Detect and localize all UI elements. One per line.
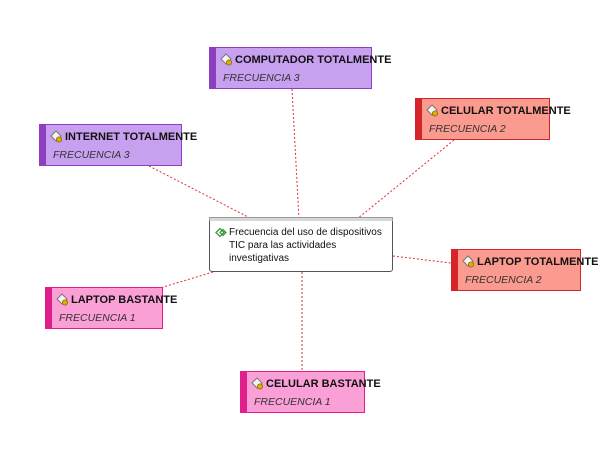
connector-internet [148, 165, 253, 220]
connector-celular-totalmente [356, 139, 455, 220]
connector-computador [291, 88, 300, 220]
node-title: CELULAR BASTANTE [266, 377, 381, 390]
node-subtitle: FRECUENCIA 1 [254, 396, 331, 408]
connector-laptop-bastante [159, 271, 214, 289]
note-gear-icon [251, 377, 263, 390]
note-gear-icon [50, 130, 62, 143]
node-celular-totalmente[interactable]: CELULAR TOTALMENTE FRECUENCIA 2 [415, 98, 571, 140]
node-subtitle: FRECUENCIA 3 [223, 72, 300, 84]
node-laptop-totalmente[interactable]: LAPTOP TOTALMENTE FRECUENCIA 2 [451, 249, 598, 291]
node-laptop-bastante[interactable]: LAPTOP BASTANTE FRECUENCIA 1 [45, 287, 177, 329]
central-topic-bar [209, 217, 393, 221]
note-gear-icon [220, 53, 232, 66]
node-subtitle: FRECUENCIA 2 [465, 274, 542, 286]
node-subtitle: FRECUENCIA 1 [59, 312, 136, 324]
central-topic[interactable]: Frecuencia del uso de dispositivos TIC p… [209, 217, 393, 272]
node-title: COMPUTADOR TOTALMENTE [235, 53, 392, 66]
note-gear-icon [426, 104, 438, 117]
node-title: CELULAR TOTALMENTE [441, 104, 571, 117]
node-celular-bastante[interactable]: CELULAR BASTANTE FRECUENCIA 1 [240, 371, 381, 413]
node-title: LAPTOP BASTANTE [71, 293, 178, 306]
connector-laptop-totalmente [392, 255, 452, 264]
diamond-link-icon [215, 227, 227, 238]
central-topic-text: Frecuencia del uso de dispositivos TIC p… [229, 227, 382, 264]
node-title: INTERNET TOTALMENTE [65, 130, 198, 143]
note-gear-icon [56, 293, 68, 306]
node-subtitle: FRECUENCIA 2 [429, 123, 506, 135]
node-computador-totalmente[interactable]: COMPUTADOR TOTALMENTE FRECUENCIA 3 [209, 47, 391, 89]
node-subtitle: FRECUENCIA 3 [53, 149, 130, 161]
node-internet-totalmente[interactable]: INTERNET TOTALMENTE FRECUENCIA 3 [39, 124, 197, 166]
node-title: LAPTOP TOTALMENTE [477, 255, 599, 268]
note-gear-icon [462, 255, 474, 268]
